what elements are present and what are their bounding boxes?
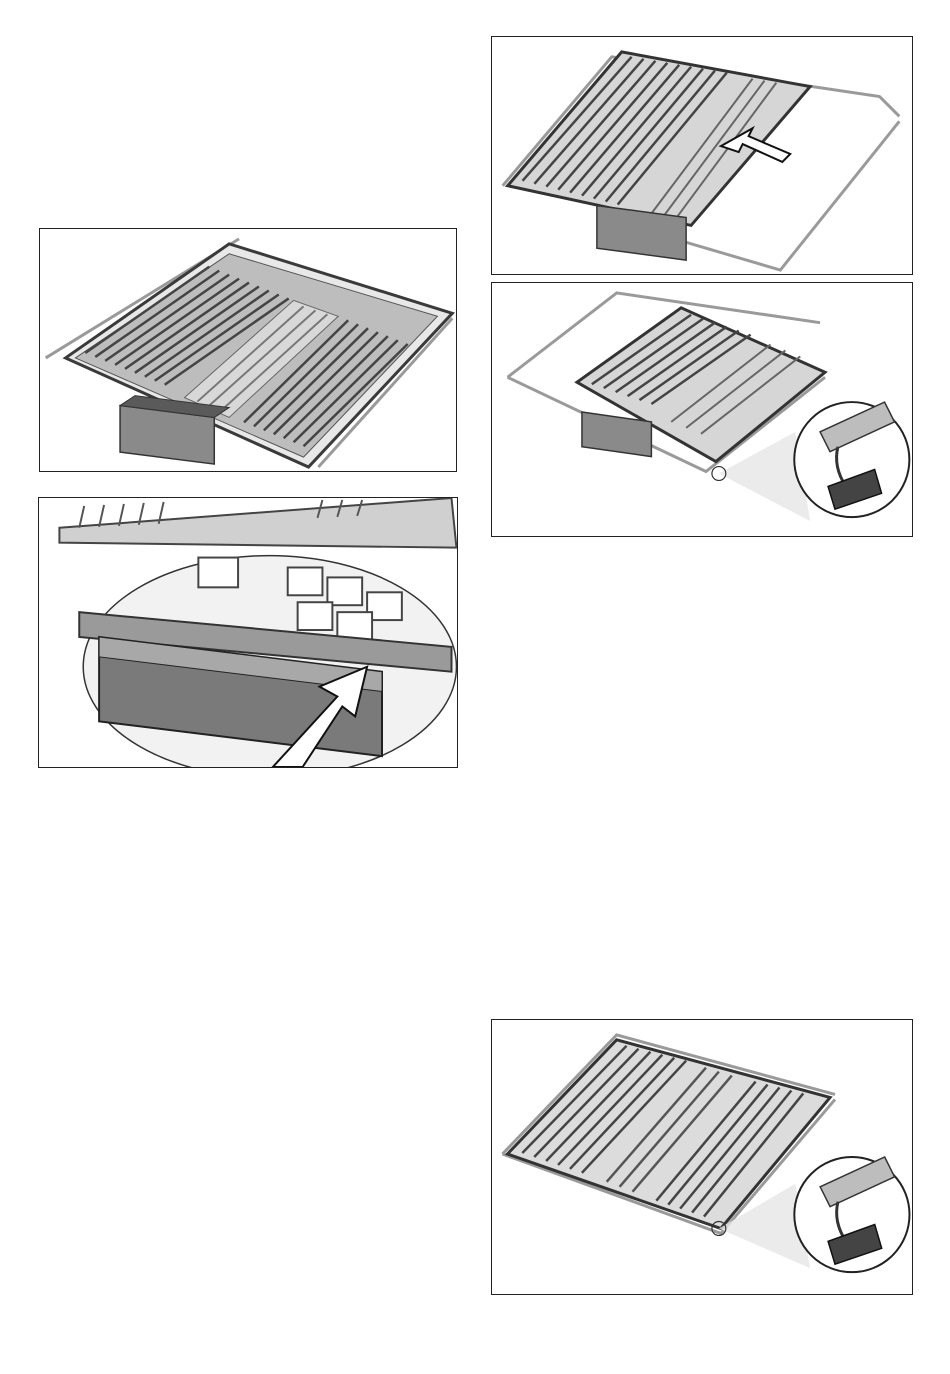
clip-zoom-icon (794, 1157, 909, 1272)
rack-installed-figure (491, 1019, 913, 1295)
rack-slide-in-figure (491, 36, 913, 275)
handle-detail-figure (38, 497, 458, 768)
rack-slide-illustration (492, 37, 912, 274)
rack-handle-zoom-illustration (39, 498, 457, 767)
installed-rack-illustration (492, 1020, 912, 1294)
rail-clip-illustration (492, 283, 912, 536)
rack-rail-clip-figure (491, 282, 913, 537)
clip-zoom-icon (794, 402, 909, 517)
cutlery-rack-illustration (40, 229, 456, 471)
rack-overview-figure (39, 228, 457, 472)
